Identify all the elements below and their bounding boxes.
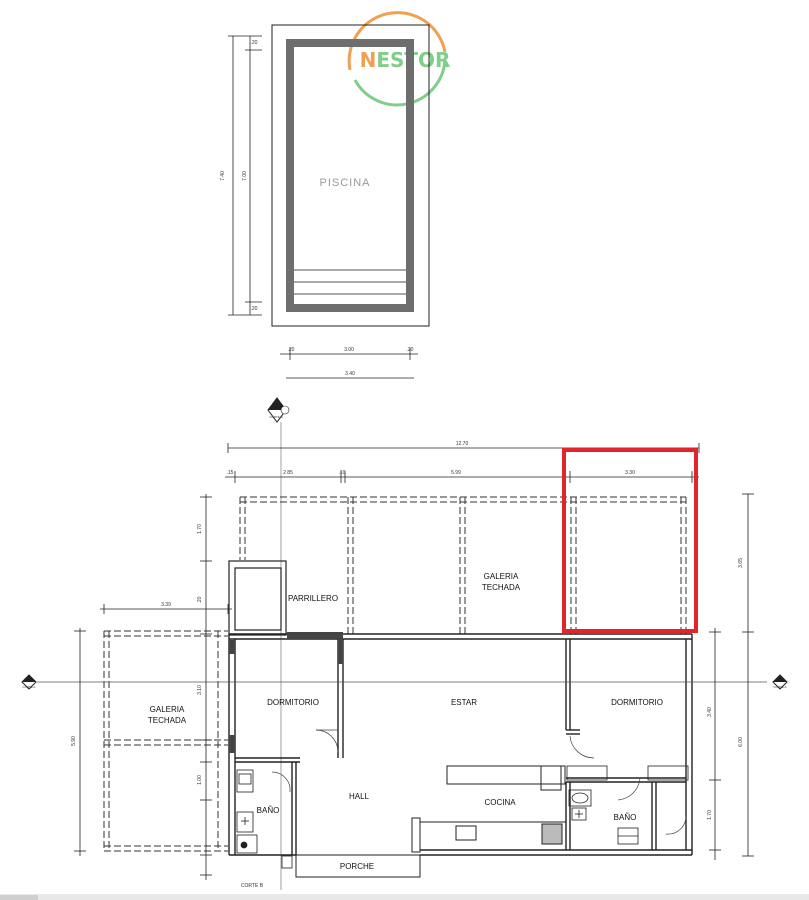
room-galeria-left-line1: GALERIA (150, 705, 185, 714)
solid-wall-segments (229, 632, 343, 753)
left-dimension-lines (74, 494, 212, 880)
pool-dimensions (228, 35, 418, 379)
room-bano-right: BAÑO (614, 813, 637, 822)
dim-left-d: 1.00 (197, 775, 203, 785)
room-dormitorio-left: DORMITORIO (267, 698, 319, 707)
room-cocina: COCINA (484, 798, 516, 807)
dim-right-total: 6.00 (738, 737, 744, 747)
pool-dim-top: .20 (251, 40, 258, 46)
dim-total-width: 12.70 (456, 441, 469, 447)
room-galeria-top-line2: TECHADA (482, 583, 521, 592)
room-parrillero: PARRILLERO (288, 594, 338, 603)
pool-dim-side-b: .20 (407, 347, 414, 353)
section-mark-top (267, 397, 290, 890)
door-swings (271, 729, 687, 835)
parrillero-block (228, 560, 287, 636)
right-dimension-lines (709, 493, 754, 860)
section-mark-top-label: CORTE B (269, 415, 282, 419)
pool-dim-width-inner: 3.00 (344, 347, 354, 353)
dim-seg-2: 2.85 (283, 470, 293, 476)
dim-right-mid: 3.40 (707, 707, 713, 717)
bottom-scrollbar-thumb[interactable] (0, 895, 38, 900)
dim-seg-5: 3.30 (625, 470, 635, 476)
pool-dim-width-outer: 3.40 (345, 371, 355, 377)
porche-outline (295, 854, 421, 878)
room-bano-left: BAÑO (257, 806, 280, 815)
svg-text:NESTOR: NESTOR (360, 48, 451, 72)
room-hall: HALL (349, 792, 370, 801)
section-mark-left-label: CORTE A (22, 685, 35, 689)
top-gallery-outline (239, 496, 687, 634)
logo-letter-n: N (360, 48, 377, 72)
room-estar: ESTAR (451, 698, 477, 707)
dim-left-b: .20 (197, 596, 203, 603)
pool-dim-bottom: .20 (251, 306, 258, 312)
dim-left-c: 3.10 (197, 685, 203, 695)
left-gallery-outline (103, 630, 228, 852)
pool-dim-side-a: .20 (288, 347, 295, 353)
dim-left-a: 1.70 (197, 524, 203, 534)
section-mark-right-label: CORTE A (773, 685, 786, 689)
highlight-box (562, 448, 698, 633)
section-mark-bottom-label: CORTE B (241, 883, 264, 889)
pool-label: PISCINA (319, 177, 370, 189)
dim-right-low: 1.70 (707, 810, 713, 820)
section-line-a (21, 674, 788, 690)
left-gallery-dimension (100, 604, 232, 614)
dim-seg-3: .10 (339, 470, 346, 476)
pool: PISCINA (271, 24, 430, 327)
room-porche: PORCHE (340, 862, 374, 871)
room-galeria-left-line2: TECHADA (148, 716, 187, 725)
dim-seg-1: .15 (227, 470, 234, 476)
kitchen-counters (411, 765, 567, 853)
bathroom-right-fixtures (566, 765, 689, 845)
dim-left-gallery: 3.39 (161, 602, 171, 608)
dim-right-top: 3.65 (738, 558, 744, 568)
pool-dim-height-outer: 7.40 (220, 171, 226, 181)
dim-seg-4: 5.99 (451, 470, 461, 476)
bathroom-left-fixtures (236, 769, 293, 869)
bottom-scrollbar-strip[interactable] (0, 894, 809, 900)
dim-left-total: 5.90 (71, 736, 77, 746)
nestor-logo: NESTOR (347, 11, 451, 107)
room-dormitorio-right: DORMITORIO (611, 698, 663, 707)
pool-dim-height-inner: 7.00 (242, 171, 248, 181)
room-galeria-top-line1: GALERIA (484, 572, 519, 581)
